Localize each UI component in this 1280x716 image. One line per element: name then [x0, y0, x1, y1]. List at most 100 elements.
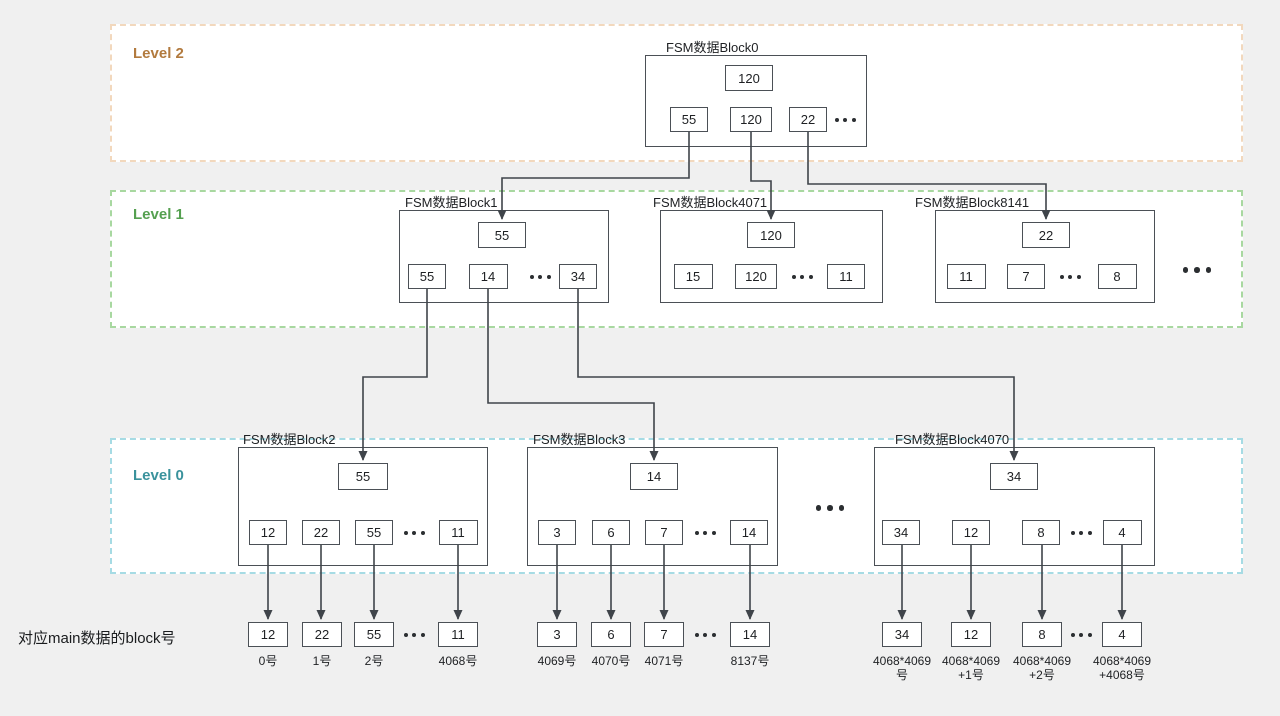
- dot: [1076, 274, 1081, 279]
- dot: [703, 632, 707, 637]
- gap-ellipsis-dots: [815, 505, 845, 511]
- leaf-ellipsis-dots: [834, 117, 856, 122]
- main-block-box: 11: [438, 622, 478, 647]
- dot: [1070, 632, 1075, 637]
- dot: [1087, 530, 1092, 535]
- leaf-slot-box: 12: [249, 520, 287, 545]
- dot: [851, 117, 856, 122]
- main-block-label: 4070号: [591, 654, 631, 668]
- main-block-label: 4069号: [537, 654, 577, 668]
- leaf-slot-box: 11: [827, 264, 865, 289]
- leaf-ellipsis-dots: [694, 530, 716, 535]
- dot: [1182, 267, 1189, 273]
- main-block-box: 12: [951, 622, 991, 647]
- main-block-box: 22: [302, 622, 342, 647]
- dot: [800, 274, 804, 279]
- main-block-box: 34: [882, 622, 922, 647]
- block-title-block8141: FSM数据Block8141: [915, 195, 1030, 210]
- leaf-slot-box: 11: [438, 520, 478, 545]
- dot: [420, 530, 425, 535]
- block-title-block4071: FSM数据Block4071: [653, 195, 768, 210]
- block-title-block2: FSM数据Block2: [243, 432, 336, 447]
- leaf-slot-box: 120: [735, 264, 777, 289]
- dot: [1059, 274, 1064, 279]
- dot: [711, 632, 716, 637]
- top-slot-box: 34: [990, 463, 1038, 490]
- dot: [546, 274, 551, 279]
- dot: [791, 274, 796, 279]
- dot: [403, 632, 408, 637]
- leaf-slot-box: 55: [408, 264, 446, 289]
- dot: [703, 530, 707, 535]
- leaf-slot-box: 120: [730, 107, 772, 132]
- dot: [1205, 267, 1212, 273]
- dot: [1079, 632, 1083, 637]
- main-block-box: 55: [354, 622, 394, 647]
- top-slot-box: 120: [747, 222, 795, 248]
- leaf-slot-box: 3: [538, 520, 576, 545]
- main-block-label: 0号: [258, 654, 278, 668]
- main-block-label: 4068*4069 +1号: [941, 654, 1001, 682]
- main-block-box: 4: [1102, 622, 1142, 647]
- leaf-slot-box: 14: [468, 264, 508, 289]
- leaf-ellipsis-dots: [1059, 274, 1081, 279]
- dot: [711, 530, 716, 535]
- leaf-slot-box: 12: [952, 520, 990, 545]
- dot: [412, 632, 416, 637]
- zone-label-level2: Level 2: [133, 45, 184, 62]
- main-block-box: 3: [537, 622, 577, 647]
- dot: [1068, 274, 1072, 279]
- leaf-slot-box: 55: [355, 520, 393, 545]
- leaf-ellipsis-dots: [403, 530, 425, 535]
- block-title-block1: FSM数据Block1: [405, 195, 498, 210]
- leaf-slot-box: 34: [882, 520, 920, 545]
- dot: [834, 117, 839, 122]
- leaf-slot-box: 6: [592, 520, 630, 545]
- dot: [403, 530, 408, 535]
- bottom-ellipsis-dots: [694, 632, 716, 637]
- leaf-slot-box: 22: [302, 520, 340, 545]
- main-block-label: 8137号: [730, 654, 770, 668]
- dot: [529, 274, 534, 279]
- dot: [694, 632, 699, 637]
- leaf-slot-box: 14: [730, 520, 768, 545]
- dot: [827, 505, 833, 511]
- main-block-box: 14: [730, 622, 770, 647]
- top-slot-box: 55: [338, 463, 388, 490]
- dot: [420, 632, 425, 637]
- block-title-block4070: FSM数据Block4070: [895, 432, 1010, 447]
- leaf-slot-box: 11: [946, 264, 986, 289]
- dot: [1194, 267, 1200, 273]
- dot: [843, 117, 847, 122]
- block-title-block0: FSM数据Block0: [666, 40, 759, 55]
- top-slot-box: 22: [1022, 222, 1070, 248]
- leaf-slot-box: 7: [1007, 264, 1045, 289]
- leaf-slot-box: 8: [1022, 520, 1060, 545]
- zone-label-level0: Level 0: [133, 467, 184, 484]
- leaf-ellipsis-dots: [791, 274, 813, 279]
- dot: [538, 274, 542, 279]
- main-block-box: 12: [248, 622, 288, 647]
- main-block-label: 4068*4069 +2号: [1012, 654, 1072, 682]
- dot: [694, 530, 699, 535]
- top-slot-box: 55: [478, 222, 526, 248]
- dot: [808, 274, 813, 279]
- main-block-label: 4071号: [644, 654, 684, 668]
- top-slot-box: 120: [725, 65, 773, 91]
- dot: [1087, 632, 1092, 637]
- leaf-slot-box: 7: [645, 520, 683, 545]
- zone-label-level1: Level 1: [133, 206, 184, 223]
- leaf-slot-box: 55: [670, 107, 708, 132]
- dot: [1079, 530, 1083, 535]
- main-block-label: 2号: [364, 654, 384, 668]
- dot: [838, 505, 845, 511]
- main-block-label: 4068号: [438, 654, 478, 668]
- leaf-slot-box: 8: [1097, 264, 1137, 289]
- dot: [815, 505, 822, 511]
- main-block-label: 1号: [312, 654, 332, 668]
- dot: [412, 530, 416, 535]
- top-slot-box: 14: [630, 463, 678, 490]
- main-block-label: 4068*4069 号: [872, 654, 932, 682]
- main-block-box: 6: [591, 622, 631, 647]
